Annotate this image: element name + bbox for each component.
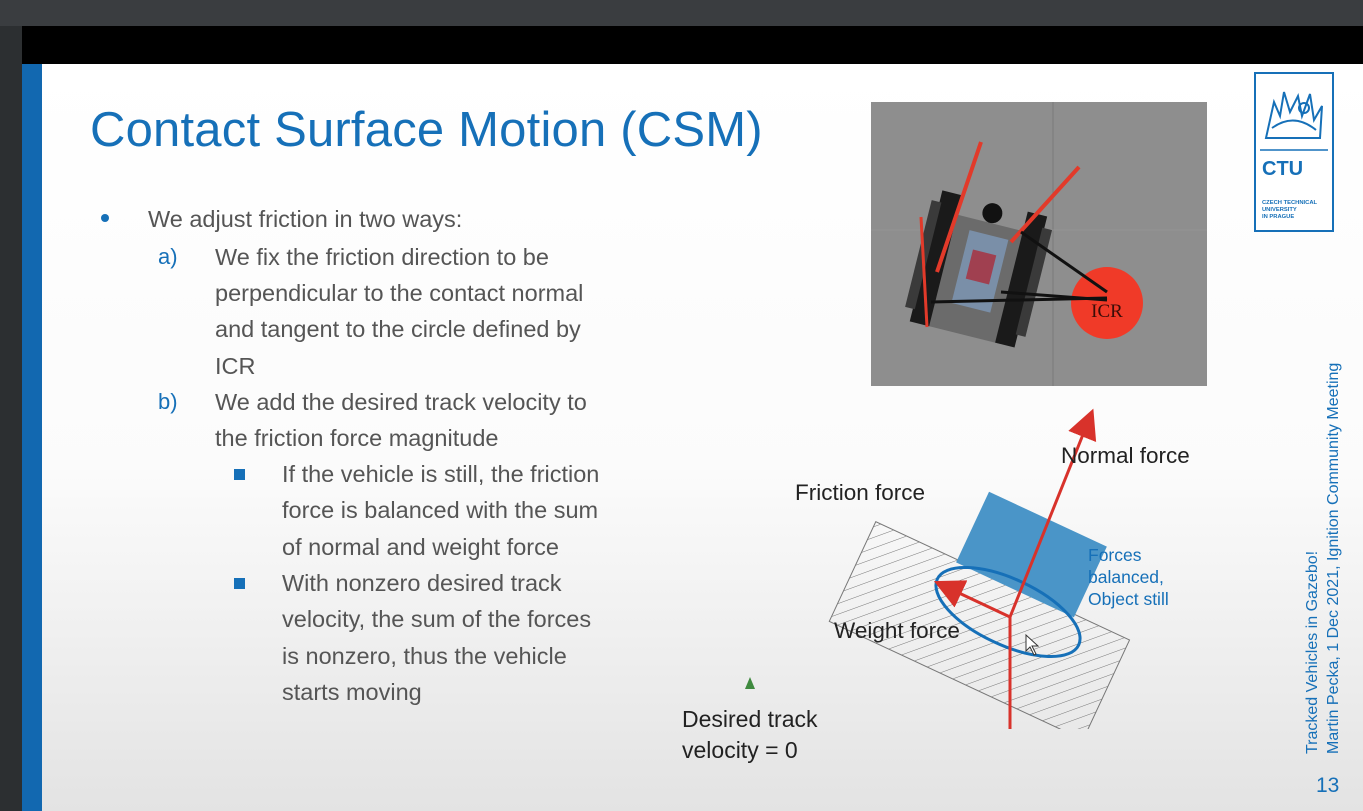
sub-bullet-1-line: force is balanced with the sum <box>282 497 599 523</box>
sub-bullet-2-line: With nonzero desired track <box>282 570 562 596</box>
normal-force-label: Normal force <box>1061 443 1190 468</box>
friction-vector <box>1009 165 1081 244</box>
sub-bullet-1-line: of normal and weight force <box>282 534 559 560</box>
friction-force-arrow <box>933 580 1011 619</box>
inclined-surface <box>828 491 1131 729</box>
object-box <box>956 491 1107 618</box>
ctu-logo-text: CTU <box>1262 158 1303 180</box>
item-a-line: ICR <box>215 353 256 379</box>
cursor-icon <box>1025 633 1040 656</box>
friction-force-label: Friction force <box>795 480 926 505</box>
item-b-line: the friction force magnitude <box>215 425 499 451</box>
item-b-line: We add the desired track velocity to <box>215 389 587 415</box>
normal-force-arrow <box>1008 408 1097 618</box>
svg-text:CZECH TECHNICAL: CZECH TECHNICAL <box>1262 200 1318 206</box>
lion-emblem-icon <box>1264 91 1323 139</box>
sub-bullet-2-line: starts moving <box>282 679 422 705</box>
weight-force-label: Weight force <box>834 618 960 643</box>
friction-vector <box>935 141 983 273</box>
green-triangle-icon <box>745 677 755 689</box>
item-a-line: and tangent to the circle defined by <box>215 316 581 342</box>
sub-bullet-2-line: velocity, the sum of the forces <box>282 606 592 632</box>
slide-accent-bar <box>22 64 42 811</box>
bullet-text: We adjust friction in two ways: <box>148 206 463 232</box>
sub-bullet-2-line: is nonzero, thus the vehicle <box>282 643 567 669</box>
desired-velocity-label: Desired track velocity = 0 <box>682 706 818 763</box>
screen-top-bar <box>0 0 1363 26</box>
icr-circle <box>1071 267 1143 339</box>
ctu-logo: CTU CZECH TECHNICAL UNIVERSITY IN PRAGUE <box>1254 72 1334 232</box>
icr-label: ICR <box>1091 301 1123 322</box>
presentation-slide: Contact Surface Motion (CSM) We adjust f… <box>22 64 1363 811</box>
sub-bullet-1-line: If the vehicle is still, the friction <box>282 461 600 487</box>
item-a-line: We fix the friction direction to be <box>215 244 549 270</box>
sub-bullet-icon <box>234 469 245 480</box>
item-a-line: perpendicular to the contact normal <box>215 280 584 306</box>
simulation-screenshot: ICR <box>871 102 1207 386</box>
video-letterbox <box>22 26 1363 64</box>
svg-text:IN PRAGUE: IN PRAGUE <box>1262 214 1294 220</box>
slide-title: Contact Surface Motion (CSM) <box>90 103 763 157</box>
list-marker-a: a) <box>158 244 178 269</box>
friction-vector <box>919 216 929 328</box>
bullet-icon <box>101 214 109 222</box>
friction-cone-ellipse <box>934 565 1082 659</box>
page-number: 13 <box>1316 774 1340 797</box>
list-marker-b: b) <box>158 389 178 414</box>
svg-text:UNIVERSITY: UNIVERSITY <box>1262 207 1297 213</box>
video-left-edge <box>0 26 22 811</box>
forces-balanced-label: Forces balanced, Object still <box>1088 545 1169 609</box>
slide-footer-vertical: Tracked Vehicles in Gazebo! Martin Pecka… <box>1304 362 1342 754</box>
force-diagram <box>828 408 1131 729</box>
sub-bullet-icon <box>234 578 245 589</box>
